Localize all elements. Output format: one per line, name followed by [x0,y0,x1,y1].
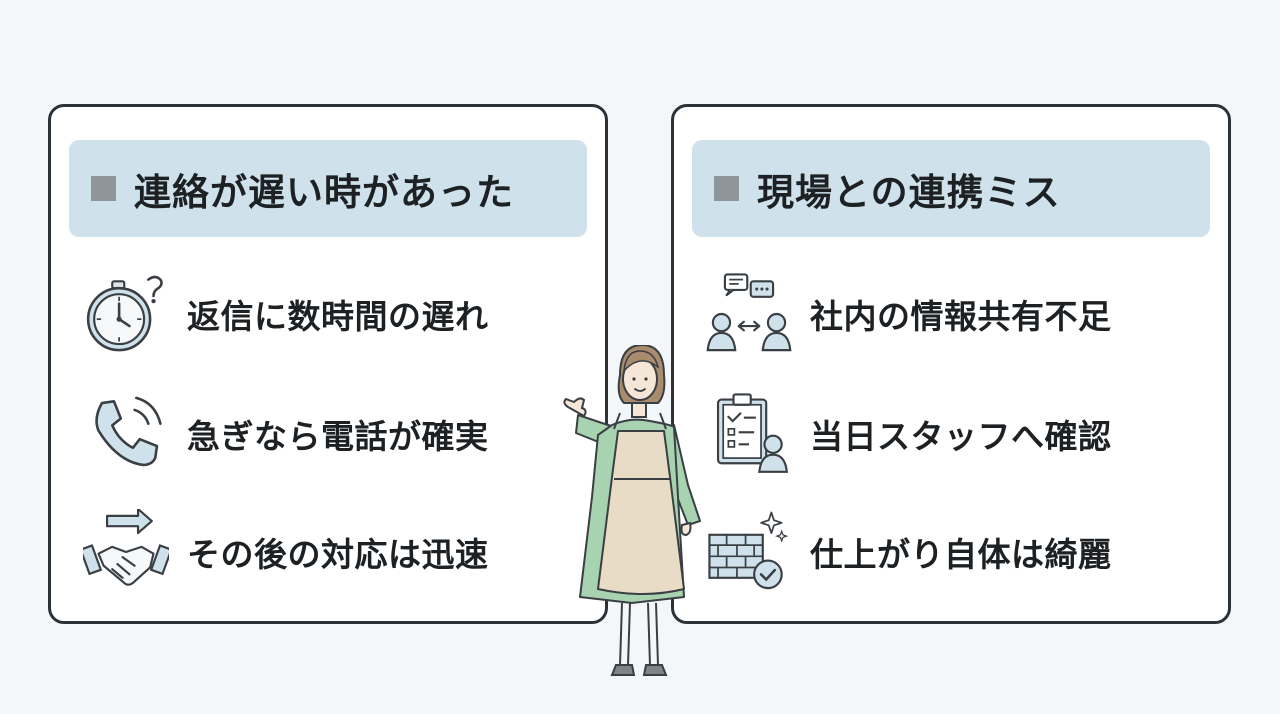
item-label: 仕上がり自体は綺麗 [810,535,1112,574]
list-item: 急ぎなら電話が確実 [81,387,593,481]
clipboard-checklist-icon [704,389,794,479]
left-panel: 連絡が遅い時があった 返信に数時間の遅れ [48,104,608,624]
list-item: 社内の情報共有不足 [704,267,1216,361]
people-chat-exchange-icon [704,269,794,359]
item-label: 社内の情報共有不足 [810,297,1112,336]
item-label: 返信に数時間の遅れ [187,297,489,336]
right-panel-title: 現場との連携ミス [757,170,1061,214]
left-panel-title: 連絡が遅い時があった [134,170,514,214]
right-panel-header: 現場との連携ミス [692,140,1210,237]
left-panel-header: 連絡が遅い時があった [69,140,587,237]
right-panel: 現場との連携ミス 社内の情報共有不足 [671,104,1231,624]
square-bullet-icon [91,176,116,201]
square-bullet-icon [714,176,739,201]
list-item: 当日スタッフへ確認 [704,387,1216,481]
item-label: その後の対応は迅速 [187,535,489,574]
list-item: 返信に数時間の遅れ [81,267,593,361]
phone-icon [81,389,171,479]
brick-wall-check-icon [704,507,794,597]
handshake-arrow-icon [81,507,171,597]
woman-in-apron-illustration [556,343,706,695]
list-item: その後の対応は迅速 [81,505,593,599]
item-label: 当日スタッフへ確認 [810,417,1112,456]
stopwatch-question-icon [81,269,171,359]
list-item: 仕上がり自体は綺麗 [704,505,1216,599]
item-label: 急ぎなら電話が確実 [187,417,489,456]
